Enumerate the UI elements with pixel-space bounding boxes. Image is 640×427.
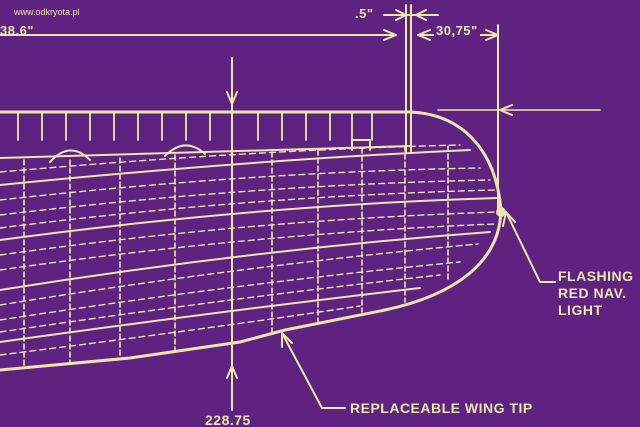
station-arrow-bottom xyxy=(226,365,238,379)
dimension-gap: .5" xyxy=(355,6,374,21)
station-arrow-top xyxy=(226,91,238,105)
dimension-tip-length: 30,75" xyxy=(434,23,480,38)
watermark: www.odkryota.pl xyxy=(14,7,80,17)
top-rib-ticks xyxy=(17,111,373,141)
wing-tip-label: REPLACEABLE WING TIP xyxy=(350,400,533,416)
dimension-arrow-tip-left xyxy=(417,29,431,41)
nav-light-marker xyxy=(496,207,506,217)
dimension-left-partial: 38.6" xyxy=(0,23,34,38)
horizontal-arrow xyxy=(499,104,513,116)
wing-outline xyxy=(0,110,503,372)
dimension-station: 228.75 xyxy=(203,412,253,427)
nav-light-leader xyxy=(505,211,556,283)
spar-lines xyxy=(0,145,499,343)
nav-light-label-line-3: LIGHT xyxy=(558,302,603,318)
nav-light-callout: FLASHING RED NAV. LIGHT xyxy=(558,268,634,319)
hinge-fittings xyxy=(49,139,371,163)
stringer-lines xyxy=(0,144,499,356)
vertical-ribs xyxy=(23,145,449,366)
nav-light-label-line-2: RED NAV. xyxy=(558,285,627,301)
wing-tip-leader xyxy=(281,332,346,409)
dimension-arrow-left xyxy=(383,29,397,41)
wing-tip-arrow xyxy=(281,332,293,348)
gap-arrow-right xyxy=(415,9,427,21)
nav-light-label-line-1: FLASHING xyxy=(558,268,634,284)
